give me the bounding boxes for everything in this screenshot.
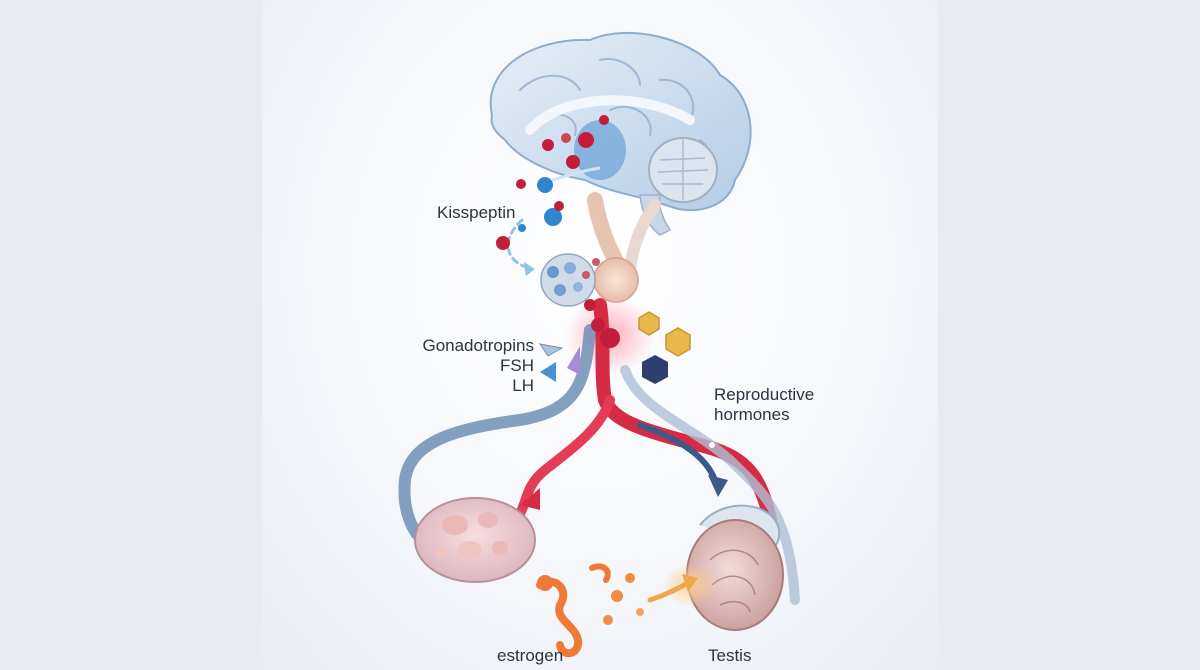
pituitary: [540, 192, 661, 307]
kisspeptin-arrow: [506, 218, 532, 270]
fsh-icon: [540, 362, 556, 382]
estrogen-arrowhead: [682, 574, 698, 592]
anterior-pituitary: [540, 253, 596, 307]
right-margin-band: [938, 0, 1200, 670]
lh-label: LH: [512, 376, 534, 395]
reproductive-hormones-label-line1: Reproductive: [714, 385, 815, 404]
gonadotropins-label: Gonadotropins: [422, 336, 534, 355]
gonadotropin-icon: [538, 343, 564, 357]
pituitary-stalk: [587, 192, 626, 273]
red-branch-left: [505, 395, 615, 530]
kisspeptin-label: Kisspeptin: [437, 203, 516, 222]
brain-folds: [519, 58, 712, 179]
ovary: [414, 497, 536, 583]
red-arrowhead: [520, 488, 540, 510]
left-margin-band: [0, 0, 262, 670]
portal-vessel: [593, 298, 777, 527]
gonadotropin-icons: [538, 343, 580, 382]
kisspeptin-arrowhead: [524, 262, 535, 276]
navy-branch-right: [637, 422, 718, 483]
blood-vessels: [398, 295, 800, 605]
estrogen-arrow: [647, 580, 691, 603]
estrogen-label: estrogen: [497, 646, 564, 665]
cerebellum: [648, 137, 718, 203]
pituitary-stalk-right: [624, 199, 661, 276]
navy-arrowhead: [708, 475, 728, 497]
blue-vessel-right: [620, 365, 800, 605]
estrogen-molecules: [536, 563, 718, 658]
lh-icon: [567, 346, 580, 375]
fsh-label: FSH: [500, 356, 534, 375]
brain: [489, 32, 752, 236]
testis: [686, 504, 784, 631]
hormone-molecule-large: [600, 328, 620, 348]
reproductive-hormones-label-line2: hormones: [714, 405, 790, 424]
corpus-callosum: [525, 95, 695, 135]
kisspeptin-molecules: [496, 115, 609, 250]
testis-label: Testis: [708, 646, 752, 665]
